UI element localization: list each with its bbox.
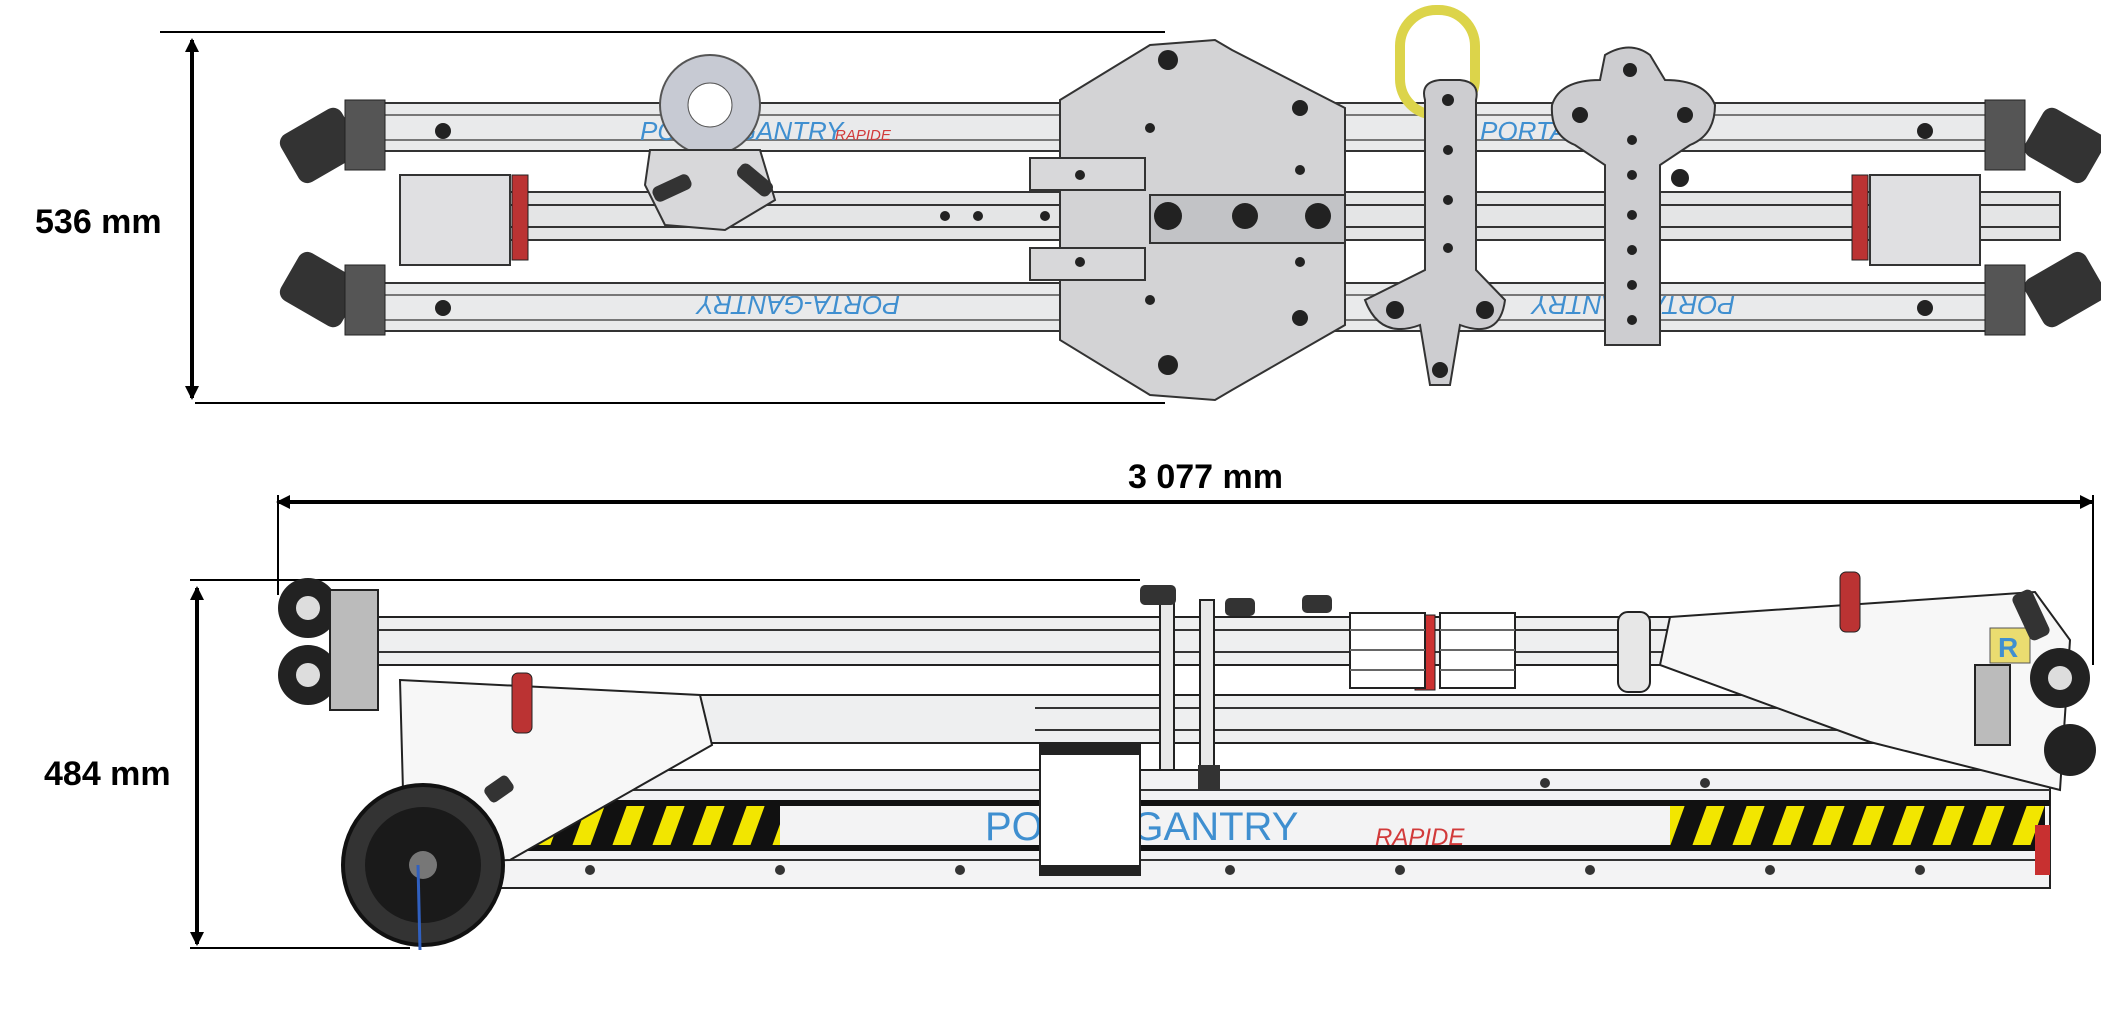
chassis-brand: PORTA-GANTRY <box>985 805 1298 849</box>
central-sleeve <box>1039 744 1141 876</box>
left-red-clamp <box>511 174 529 261</box>
trolley-plate-left <box>1363 79 1507 386</box>
right-caster-bottom <box>1984 251 2101 336</box>
top-height-label: 536 mm <box>35 203 162 241</box>
overall-length-label: 3 077 mm <box>1128 458 1283 496</box>
large-transport-wheel <box>341 783 505 951</box>
wheel-lock-lever <box>484 775 514 803</box>
upper-rail-brand-suffix: RAPIDE <box>835 127 892 144</box>
lower-rail-brand: PORTA-GANTRY <box>695 290 900 320</box>
hazard-stripes-right <box>1670 805 2045 845</box>
side-sticker-mark: R <box>1998 632 2018 663</box>
left-caster-wheels <box>278 578 379 711</box>
right-red-clamp <box>1851 174 1869 261</box>
top-view: PORTA-GANTRY RAPIDE PORTA-GANTRY PORTA-G… <box>160 5 2101 404</box>
top-knob-3 <box>1225 598 1255 616</box>
side-view: PORTA-GANTRY RAPIDE R <box>190 495 2096 951</box>
chassis-brand-suffix: RAPIDE <box>1375 824 1465 851</box>
side-sticker <box>1989 627 2031 664</box>
left-caster-top <box>279 99 386 184</box>
right-leg-frame <box>1658 590 2072 792</box>
rear-red-marker <box>2035 825 2050 875</box>
winch <box>643 54 777 232</box>
trolley-wheel-assembly <box>1617 611 1651 693</box>
upright-left <box>1159 599 1175 771</box>
red-pin-right <box>1839 571 1861 633</box>
base-knob <box>1198 765 1220 790</box>
right-caster-top <box>1984 99 2101 184</box>
upright-right <box>1199 599 1215 771</box>
top-knob-2 <box>1302 595 1332 613</box>
right-caster-wheels <box>1974 589 2096 776</box>
right-end-bracket <box>1869 174 1981 266</box>
trolley-plate-right <box>1550 46 1717 346</box>
left-end-bracket <box>399 174 511 266</box>
red-pin-left <box>511 672 533 734</box>
left-caster-bottom <box>279 251 386 336</box>
top-knob <box>1140 585 1176 605</box>
side-height-label: 484 mm <box>44 755 171 793</box>
central-plate <box>1029 38 1346 402</box>
